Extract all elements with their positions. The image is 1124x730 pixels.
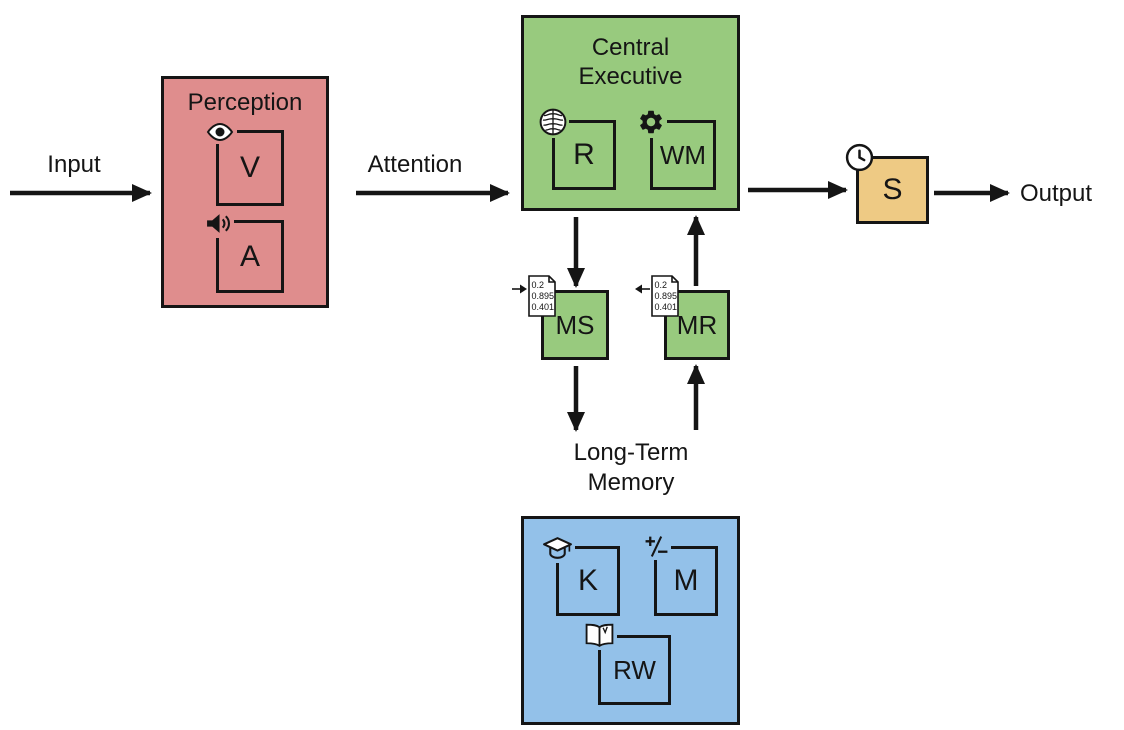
central-executive-box: Central Executive R WM: [521, 15, 740, 211]
clock-icon: [845, 143, 874, 172]
s-module-label: S: [882, 173, 903, 206]
memory-storage-label: MS: [555, 310, 595, 340]
graduation-cap-icon: [540, 534, 575, 563]
vector-value-2: 0.895: [655, 291, 678, 301]
vector-value-1: 0.2: [655, 280, 668, 290]
vector-write-icon: 0.2 0.895 0.401: [512, 275, 556, 317]
reasoning-module-label: R: [573, 138, 595, 171]
speaker-icon: [203, 209, 234, 238]
vector-value-2: 0.895: [532, 291, 555, 301]
eye-icon: [203, 120, 237, 144]
perception-title: Perception: [187, 89, 303, 116]
brain-icon: [537, 106, 569, 138]
read-write-module-label: RW: [613, 655, 656, 685]
memory-storage-box: 0.2 0.895 0.401 MS: [512, 275, 609, 360]
s-module-box: S: [845, 143, 929, 224]
auditory-module-box: A: [203, 209, 284, 293]
working-memory-module-box: WM: [635, 106, 716, 190]
working-memory-module-label: WM: [659, 140, 707, 170]
long-term-memory-box: K M RW: [521, 516, 740, 725]
knowledge-module-box: K: [540, 534, 620, 616]
vector-value-1: 0.2: [532, 280, 545, 290]
attention-label: Attention: [367, 151, 463, 178]
visual-module-box: V: [203, 120, 284, 206]
plus-minus-icon: [642, 533, 671, 560]
memory-retrieval-label: MR: [676, 310, 718, 340]
vector-value-3: 0.401: [532, 302, 555, 312]
read-write-module-box: RW: [582, 621, 671, 705]
math-module-label: M: [673, 564, 699, 597]
auditory-module-label: A: [239, 239, 260, 273]
vector-read-icon: 0.2 0.895 0.401: [635, 275, 679, 317]
memory-retrieval-box: 0.2 0.895 0.401 MR: [635, 275, 730, 360]
gear-icon: [635, 106, 667, 138]
open-book-icon: [582, 621, 617, 650]
perception-box: Perception V A: [161, 76, 329, 308]
math-module-box: M: [642, 533, 718, 616]
central-executive-title: Central Executive: [578, 34, 683, 90]
visual-module-label: V: [239, 151, 260, 184]
long-term-memory-label: Long-Term Memory: [573, 439, 689, 496]
knowledge-module-label: K: [577, 564, 598, 597]
output-label: Output: [1020, 180, 1093, 207]
input-label: Input: [47, 151, 101, 178]
vector-value-3: 0.401: [655, 302, 678, 312]
reasoning-module-box: R: [537, 106, 616, 190]
